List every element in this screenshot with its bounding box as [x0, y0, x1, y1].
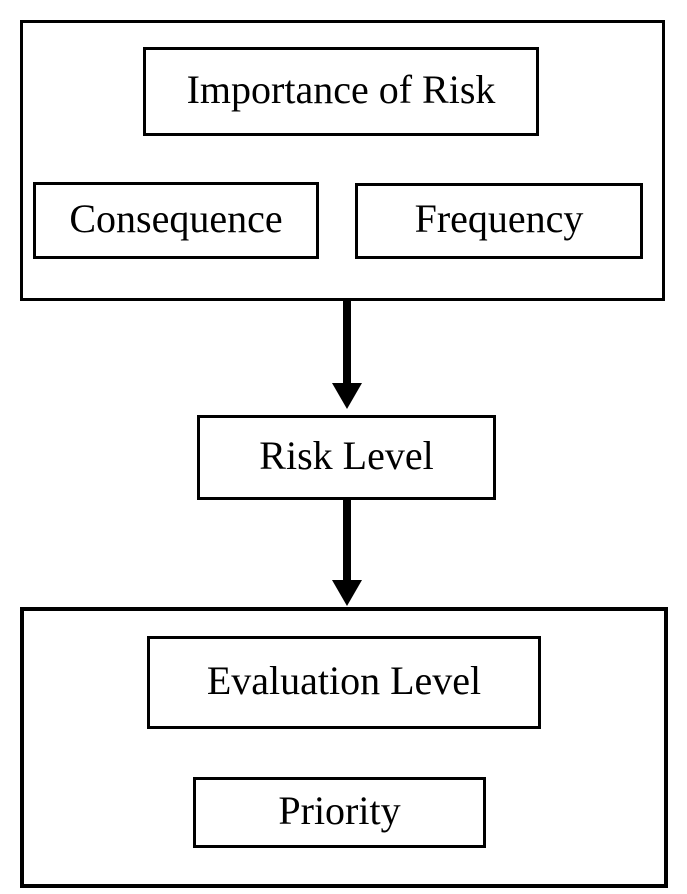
importance-of-risk-label: Importance of Risk	[186, 66, 496, 112]
importance-of-risk-box: Importance of Risk	[143, 47, 539, 136]
priority-box: Priority	[193, 777, 486, 848]
importance-group-box: Importance of Risk Consequence Frequency	[20, 20, 665, 301]
down-arrow-icon-top	[332, 301, 362, 409]
consequence-box: Consequence	[33, 182, 319, 259]
arrow-head	[332, 580, 362, 606]
risk-level-box: Risk Level	[197, 415, 496, 500]
risk-level-label: Risk Level	[259, 432, 434, 478]
evaluation-level-box: Evaluation Level	[147, 636, 541, 729]
evaluation-level-label: Evaluation Level	[206, 657, 482, 703]
down-arrow-icon-bottom	[332, 500, 362, 606]
frequency-box: Frequency	[355, 183, 643, 259]
evaluation-group-box: Evaluation Level Priority	[20, 607, 668, 888]
consequence-label: Consequence	[69, 195, 283, 241]
frequency-label: Frequency	[414, 196, 584, 241]
arrow-head	[332, 383, 362, 409]
priority-label: Priority	[278, 787, 401, 833]
